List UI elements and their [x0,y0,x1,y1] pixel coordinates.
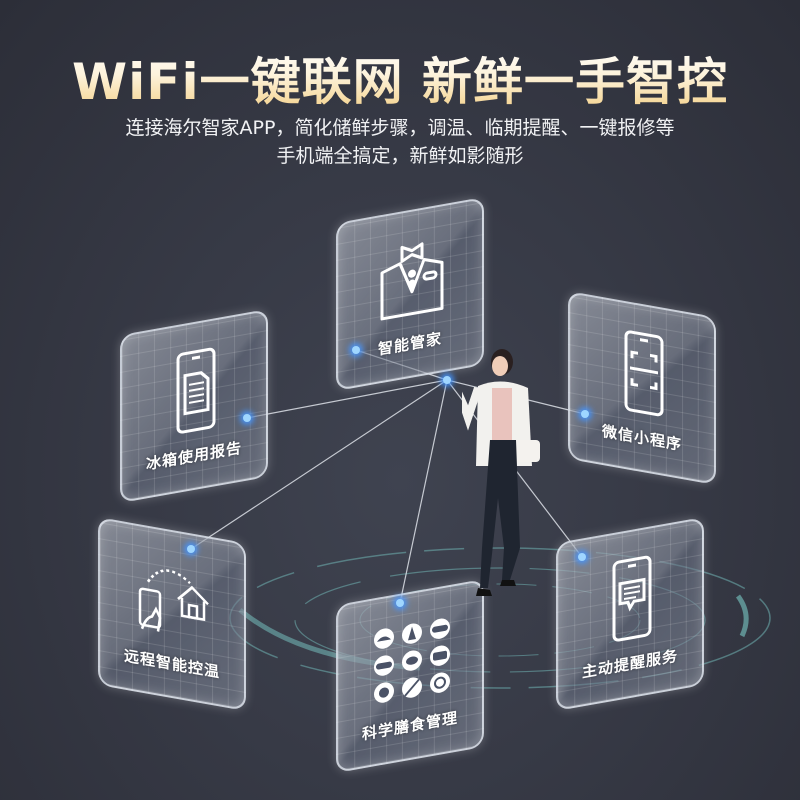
feature-card-wechat-miniprogram[interactable]: 微信小程序 [568,290,716,486]
butler-tuxedo-icon [380,242,444,321]
phone-scan-icon [624,330,664,417]
feature-label: 微信小程序 [601,421,682,455]
feature-card-remote-temp[interactable]: 远程智能控温 [98,516,246,712]
feature-card-fridge-report[interactable]: 冰箱使用报告 [120,308,268,504]
phone-message-icon [612,555,652,642]
food-grid-icon [374,618,450,703]
feature-label: 科学膳食管理 [361,708,458,744]
phone-document-icon [176,347,216,434]
node-dot-remote-temp [187,545,195,553]
feature-label: 冰箱使用报告 [145,438,242,474]
node-dot-smart-butler [352,346,360,354]
feature-card-diet-management[interactable]: 科学膳食管理 [336,578,484,774]
node-dot-reminder-service [578,553,586,561]
feature-label: 远程智能控温 [123,646,220,682]
woman-with-phone-figure [462,349,540,596]
subtitle-line-2: 手机端全搞定，新鲜如影随形 [276,145,524,167]
subtitle-line-1: 连接海尔智家APP，简化储鲜步骤，调温、临期提醒、一键报修等 [125,117,675,139]
feature-card-smart-butler[interactable]: 智能管家 [336,196,484,392]
node-dot-diet-management [396,599,404,607]
hub-node-dot [443,376,451,384]
feature-label: 智能管家 [377,329,442,359]
feature-label: 主动提醒服务 [581,646,678,682]
feature-card-reminder-service[interactable]: 主动提醒服务 [556,516,704,712]
subtitle: 连接海尔智家APP，简化储鲜步骤，调温、临期提醒、一键报修等 手机端全搞定，新鲜… [0,114,800,170]
node-dot-fridge-report [243,414,251,422]
node-dot-wechat-miniprogram [581,410,589,418]
phone-to-home-icon [138,569,209,632]
page-title: WiFi一键联网 新鲜一手智控 [0,42,800,114]
